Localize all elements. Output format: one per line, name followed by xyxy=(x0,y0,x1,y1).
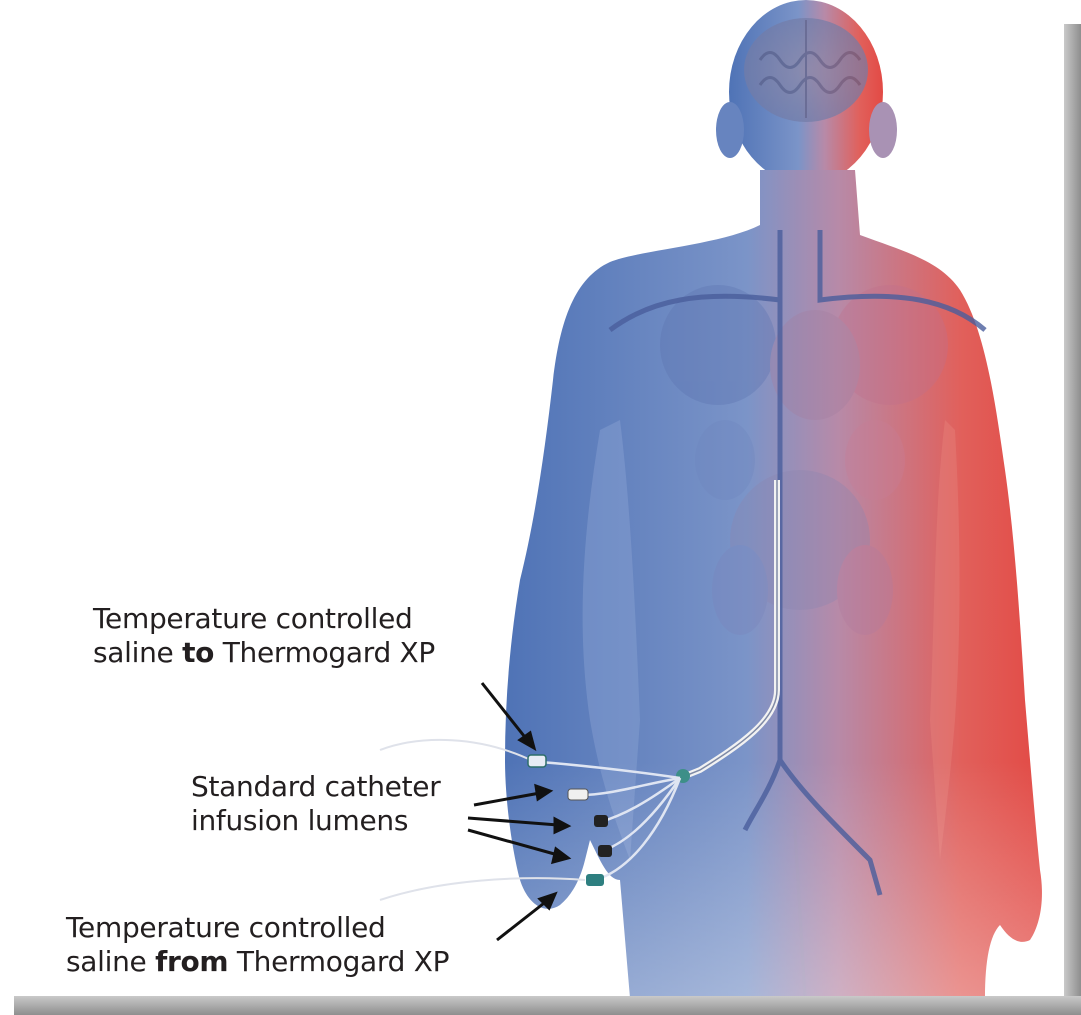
label-saline-to: Temperature controlled saline to Thermog… xyxy=(93,602,435,670)
label-saline-from: Temperature controlled saline from Therm… xyxy=(66,911,449,979)
frame-shadow-bottom xyxy=(14,996,1081,1015)
label-saline-from-suffix: Thermogard XP xyxy=(228,945,449,978)
frame-corner xyxy=(0,996,14,1015)
label-saline-to-line1: Temperature controlled xyxy=(93,602,435,636)
label-saline-to-prefix: saline xyxy=(93,636,182,669)
label-saline-to-suffix: Thermogard XP xyxy=(214,636,435,669)
label-standard-line1: Standard catheter xyxy=(191,770,440,804)
label-saline-from-line1: Temperature controlled xyxy=(66,911,449,945)
label-saline-from-prefix: saline xyxy=(66,945,155,978)
brain xyxy=(744,18,868,122)
label-standard-line2: infusion lumens xyxy=(191,804,440,838)
label-saline-from-line2: saline from Thermogard XP xyxy=(66,945,449,979)
label-standard-lumens: Standard catheter infusion lumens xyxy=(191,770,440,838)
label-saline-to-bold: to xyxy=(182,636,214,669)
label-saline-to-line2: saline to Thermogard XP xyxy=(93,636,435,670)
label-saline-from-bold: from xyxy=(155,945,228,978)
frame-shadow-right xyxy=(1064,24,1081,1015)
